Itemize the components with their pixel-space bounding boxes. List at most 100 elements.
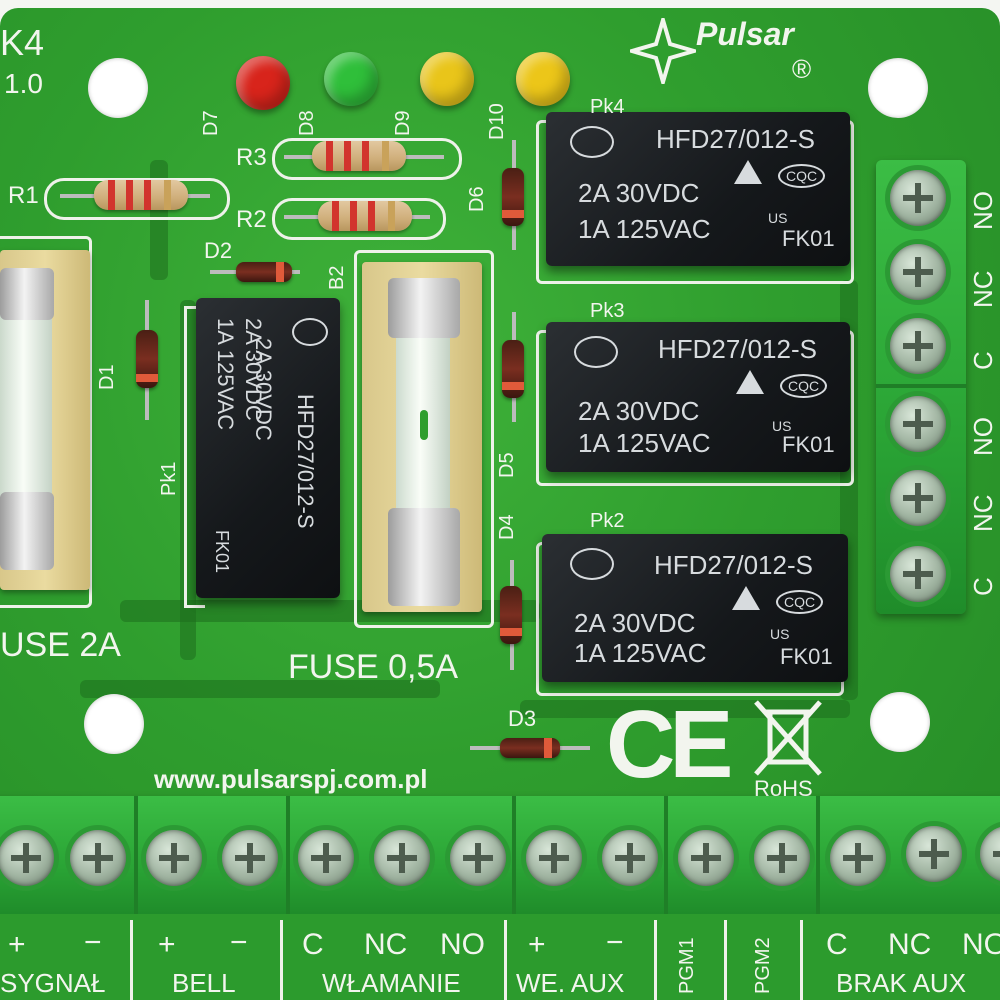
- resistor-ref: R1: [8, 182, 39, 209]
- website-text: www.pulsarspj.com.pl: [154, 764, 428, 794]
- terminal-screw-icon[interactable]: [890, 546, 946, 602]
- terminal-screw-icon[interactable]: [0, 830, 54, 886]
- diode-ref: D4: [496, 514, 518, 540]
- hf-logo-icon: [292, 318, 328, 346]
- label-divider: [280, 920, 283, 1000]
- label-divider: [724, 920, 727, 1000]
- terminal-screw-icon[interactable]: [602, 830, 658, 886]
- relay-ref: Pk2: [590, 510, 625, 532]
- relay-rating: 1A 125VAC: [574, 638, 707, 668]
- board-model: K4: [0, 22, 45, 63]
- mounting-hole: [868, 58, 928, 118]
- terminal-screw-icon[interactable]: [146, 830, 202, 886]
- terminal-screw-icon[interactable]: [678, 830, 734, 886]
- pin-label: −: [606, 926, 624, 959]
- led-ref: D10: [486, 103, 508, 140]
- relay-pk4: HFD27/012-S CQC 2A 30VDC 1A 125VAC US FK…: [546, 112, 850, 266]
- group-label: SYGNAŁ: [0, 968, 106, 998]
- terminal-screw-icon[interactable]: [890, 318, 946, 374]
- relay-rating: 2A 30VDC: [578, 178, 700, 208]
- diode: [502, 340, 524, 398]
- pulsar-logo-icon: [630, 18, 696, 84]
- led-ref: D9: [392, 110, 414, 136]
- pin-label: +: [8, 928, 26, 961]
- diode-ref: D2: [204, 238, 233, 263]
- terminal-screw-icon[interactable]: [298, 830, 354, 886]
- terminal-screw-icon[interactable]: [450, 830, 506, 886]
- terminal-screw-icon[interactable]: [70, 830, 126, 886]
- board-version: 1.0: [4, 68, 43, 99]
- relay-ref: Pk1: [158, 461, 180, 496]
- fuse-label: FUSE 0,5A: [288, 648, 459, 686]
- hf-logo-icon: [570, 548, 614, 580]
- mounting-hole: [84, 694, 144, 754]
- resistor: [312, 141, 406, 171]
- relay-code: FK01: [782, 226, 835, 251]
- terminal-label: NO: [968, 417, 998, 456]
- registered-mark: ®: [792, 54, 812, 84]
- terminal-screw-icon[interactable]: [890, 244, 946, 300]
- resistor-outline: [272, 198, 446, 240]
- diode-ref: D3: [508, 706, 537, 731]
- terminal-screw-icon[interactable]: [830, 830, 886, 886]
- pin-label: PGM2: [752, 937, 774, 994]
- terminal-screw-icon[interactable]: [906, 826, 962, 882]
- terminal-screw-icon[interactable]: [374, 830, 430, 886]
- relay-rating: 1A 125VAC: [578, 428, 711, 458]
- relay-code: FK01: [780, 644, 833, 669]
- pin-label: +: [528, 928, 546, 961]
- relay-ref: Pk4: [590, 96, 625, 118]
- diode: [500, 586, 522, 644]
- diode-ref: D5: [496, 452, 518, 478]
- relay-ur-mark: US: [770, 626, 790, 642]
- terminal-label: NC: [968, 270, 998, 308]
- relay-ur-mark: US: [768, 210, 788, 226]
- group-label: BRAK AUX: [836, 968, 967, 998]
- relay-pk1: 2A 30VDC: [196, 298, 340, 598]
- mounting-hole: [88, 58, 148, 118]
- terminal-block-seam: [512, 796, 516, 914]
- label-divider: [130, 920, 133, 1000]
- terminal-block-seam: [286, 796, 290, 914]
- relay-code: FK01: [782, 432, 835, 457]
- resistor-outline: [44, 178, 230, 220]
- relay-cqc: CQC: [778, 164, 826, 188]
- led-ref: D8: [296, 110, 318, 136]
- terminal-screw-icon[interactable]: [890, 396, 946, 452]
- pin-label: NO: [440, 928, 485, 961]
- fuse-cap: [0, 492, 54, 570]
- relay-model: HFD27/012-S: [656, 124, 815, 154]
- fuse-cap: [0, 268, 54, 320]
- relay-rating: 1A 125VAC: [213, 318, 238, 431]
- terminal-screw-icon[interactable]: [890, 470, 946, 526]
- terminal-screw-icon[interactable]: [222, 830, 278, 886]
- terminal-screw-icon[interactable]: [526, 830, 582, 886]
- label-divider: [654, 920, 657, 1000]
- pin-label: NC: [364, 928, 408, 961]
- fuse-outline: [354, 250, 494, 628]
- group-label: WE. AUX: [516, 968, 625, 998]
- bottom-label-area: [0, 914, 1000, 1000]
- diode: [500, 738, 560, 758]
- warning-triangle-icon: [732, 586, 760, 610]
- resistor: [94, 180, 188, 210]
- terminal-block-seam: [816, 796, 820, 914]
- resistor-ref: R3: [236, 144, 267, 171]
- pin-label: PGM1: [676, 937, 698, 994]
- pin-label: C: [826, 928, 848, 961]
- fuse-element: [420, 410, 428, 440]
- weee-bin-icon: [754, 700, 822, 776]
- diode: [236, 262, 292, 282]
- relay-cqc: CQC: [776, 590, 824, 614]
- relay-code: FK01: [212, 530, 232, 574]
- terminal-screw-icon[interactable]: [890, 170, 946, 226]
- resistor-outline: [272, 138, 462, 180]
- terminal-screw-icon[interactable]: [980, 826, 1000, 882]
- led-ref: D7: [200, 110, 222, 136]
- fuse-label: USE 2A: [0, 626, 121, 664]
- terminal-screw-icon[interactable]: [754, 830, 810, 886]
- diode: [502, 168, 524, 226]
- fuse-outline: [0, 236, 92, 608]
- resistor: [318, 201, 412, 231]
